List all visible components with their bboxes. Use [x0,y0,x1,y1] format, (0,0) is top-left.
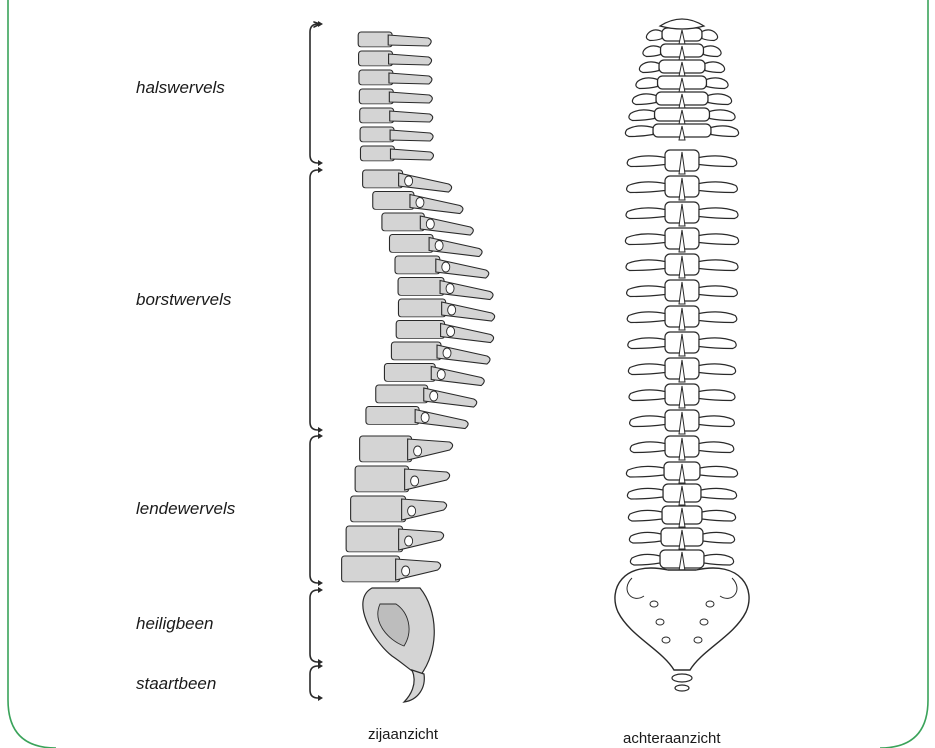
sacral-foramen [662,637,670,643]
sacral-foramen [700,619,708,625]
transverse-process-right [699,234,739,245]
caption-side-view: zijaanzicht [368,726,438,743]
transverse-process-left [643,46,661,57]
transverse-process-right [699,260,738,271]
sacral-foramen [650,601,658,607]
transverse-process-left [632,94,656,105]
back-vertebra [630,410,735,434]
transverse-process-right [699,182,737,193]
back-vertebra [643,44,721,60]
transverse-process-left [630,416,665,427]
transverse-process-left [627,182,665,193]
back-vertebra [626,254,738,278]
transverse-process-left [629,110,655,121]
back-vertebra [639,60,724,76]
back-vertebra [628,506,735,527]
transverse-process-left [628,364,665,375]
back-sacrum [615,568,749,670]
transverse-process-right [699,156,737,167]
back-vertebra [627,176,738,200]
transverse-process-right [702,30,718,41]
sacral-foramen [706,601,714,607]
transverse-process-left [630,442,665,453]
transverse-process-right [710,110,736,121]
transverse-process-right [699,364,736,375]
transverse-process-left [646,30,662,41]
transverse-process-left [627,488,663,499]
back-vertebra [627,484,736,505]
transverse-process-right [705,62,725,73]
back-vertebra [632,92,731,108]
back-vertebra [646,28,717,44]
transverse-process-right [703,532,735,543]
transverse-process-left [626,208,665,219]
back-vertebra [625,228,738,252]
back-vertebra [627,280,738,304]
transverse-process-left [636,78,658,89]
back-vertebra [626,462,737,483]
sacral-foramen [694,637,702,643]
transverse-process-left [629,390,665,401]
back-coccyx [675,685,689,691]
transverse-process-right [704,46,722,57]
back-vertebra [630,436,734,460]
transverse-process-right [699,208,738,219]
back-vertebra [629,528,734,549]
back-coccyx [672,674,692,682]
transverse-process-left [625,126,653,137]
transverse-process-right [699,416,734,427]
back-vertebra [627,150,737,174]
back-vertebra [627,306,737,330]
transverse-process-left [626,260,665,271]
transverse-process-left [625,234,665,245]
transverse-process-right [708,94,732,105]
transverse-process-right [699,286,737,297]
back-vertebra [628,358,735,382]
transverse-process-left [628,510,662,521]
caption-back-view: achteraanzicht [623,730,721,747]
back-vertebra [626,202,738,226]
transverse-process-left [639,62,659,73]
back-vertebra [625,124,738,140]
sacral-foramen [656,619,664,625]
transverse-process-right [699,312,737,323]
transverse-process-left [627,156,665,167]
transverse-process-right [702,510,736,521]
transverse-process-left [629,532,661,543]
transverse-process-right [704,554,734,565]
back-vertebra [636,76,728,92]
transverse-process-left [628,338,665,349]
back-vertebra [629,384,735,408]
transverse-process-right [699,390,735,401]
back-vertebra [628,332,736,356]
transverse-process-right [711,126,739,137]
back-vertebra [629,108,735,124]
atlas [660,19,704,29]
transverse-process-left [627,286,665,297]
transverse-process-left [630,554,660,565]
transverse-process-right [699,442,734,453]
transverse-process-left [627,312,665,323]
transverse-process-right [707,78,729,89]
transverse-process-right [701,488,737,499]
transverse-process-right [699,338,736,349]
transverse-process-right [700,466,738,477]
transverse-process-left [626,466,664,477]
